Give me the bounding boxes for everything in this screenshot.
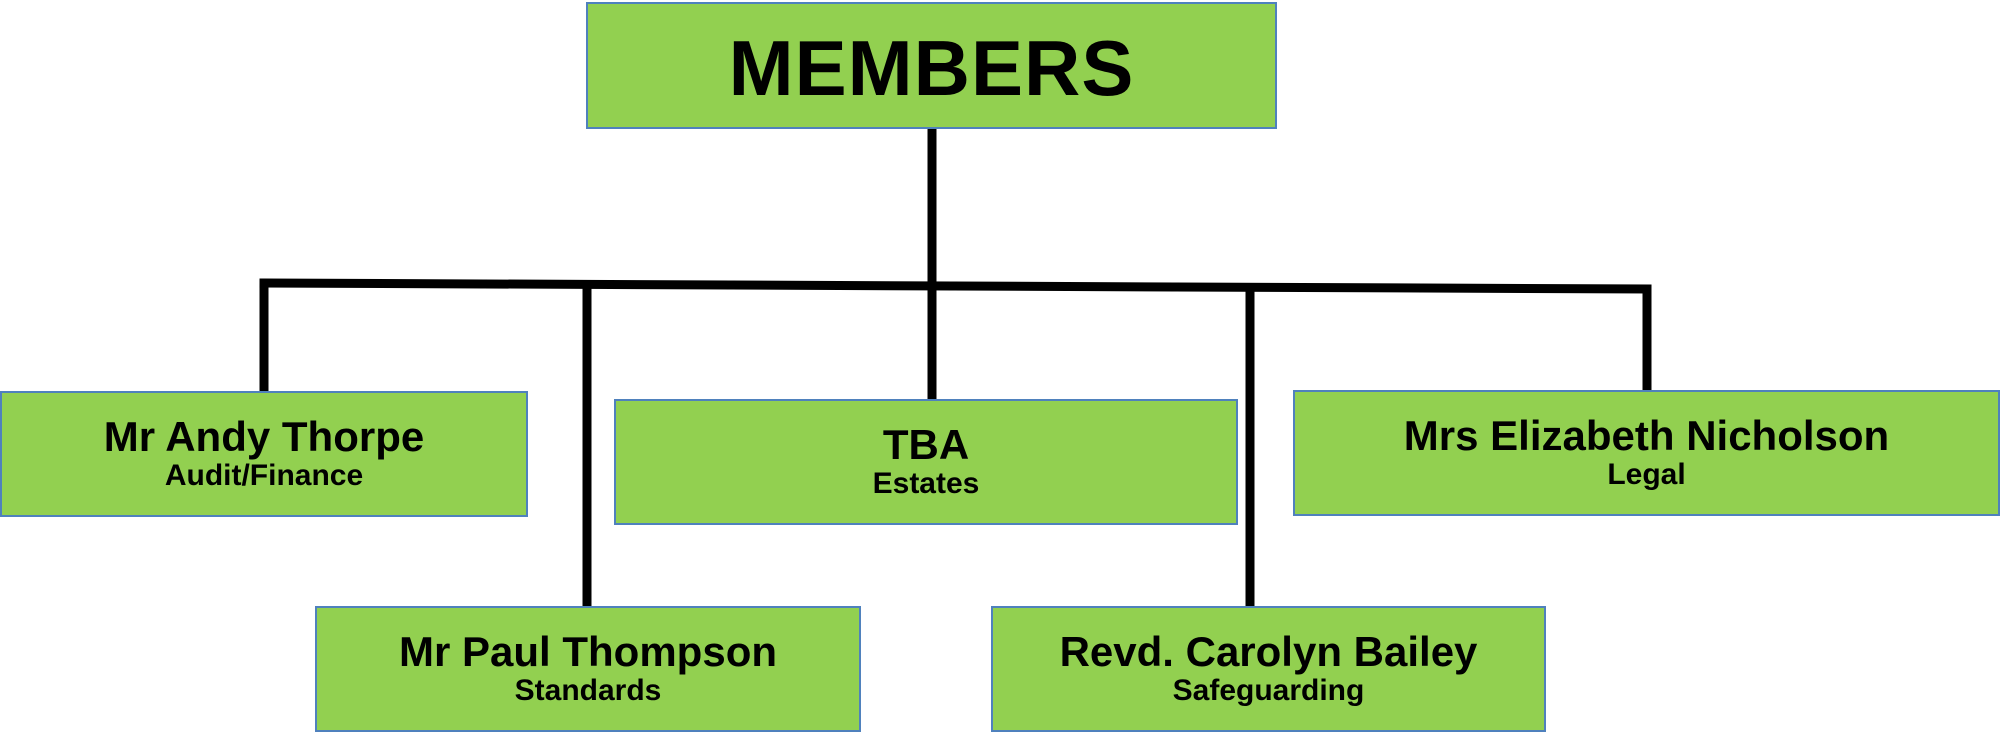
horizontal-bus-line xyxy=(259,278,1652,294)
member-box-bailey: Revd. Carolyn Bailey Safeguarding xyxy=(991,606,1546,732)
member-box-thorpe: Mr Andy Thorpe Audit/Finance xyxy=(0,391,528,517)
members-root-box: MEMBERS xyxy=(586,2,1277,129)
member-role: Safeguarding xyxy=(1172,673,1365,707)
member-name: TBA xyxy=(882,420,970,468)
members-title: MEMBERS xyxy=(728,23,1135,112)
member-role: Audit/Finance xyxy=(164,458,364,492)
member-box-tba: TBA Estates xyxy=(614,399,1238,525)
member-role: Legal xyxy=(1607,457,1686,491)
member-box-thompson: Mr Paul Thompson Standards xyxy=(315,606,861,732)
member-name: Mr Paul Thompson xyxy=(399,627,777,675)
member-name: Mr Andy Thorpe xyxy=(103,412,425,460)
member-name: Revd. Carolyn Bailey xyxy=(1059,627,1478,675)
member-box-nicholson: Mrs Elizabeth Nicholson Legal xyxy=(1293,390,2000,516)
member-role: Estates xyxy=(872,466,980,500)
member-name: Mrs Elizabeth Nicholson xyxy=(1403,411,1890,459)
member-role: Standards xyxy=(514,673,662,707)
